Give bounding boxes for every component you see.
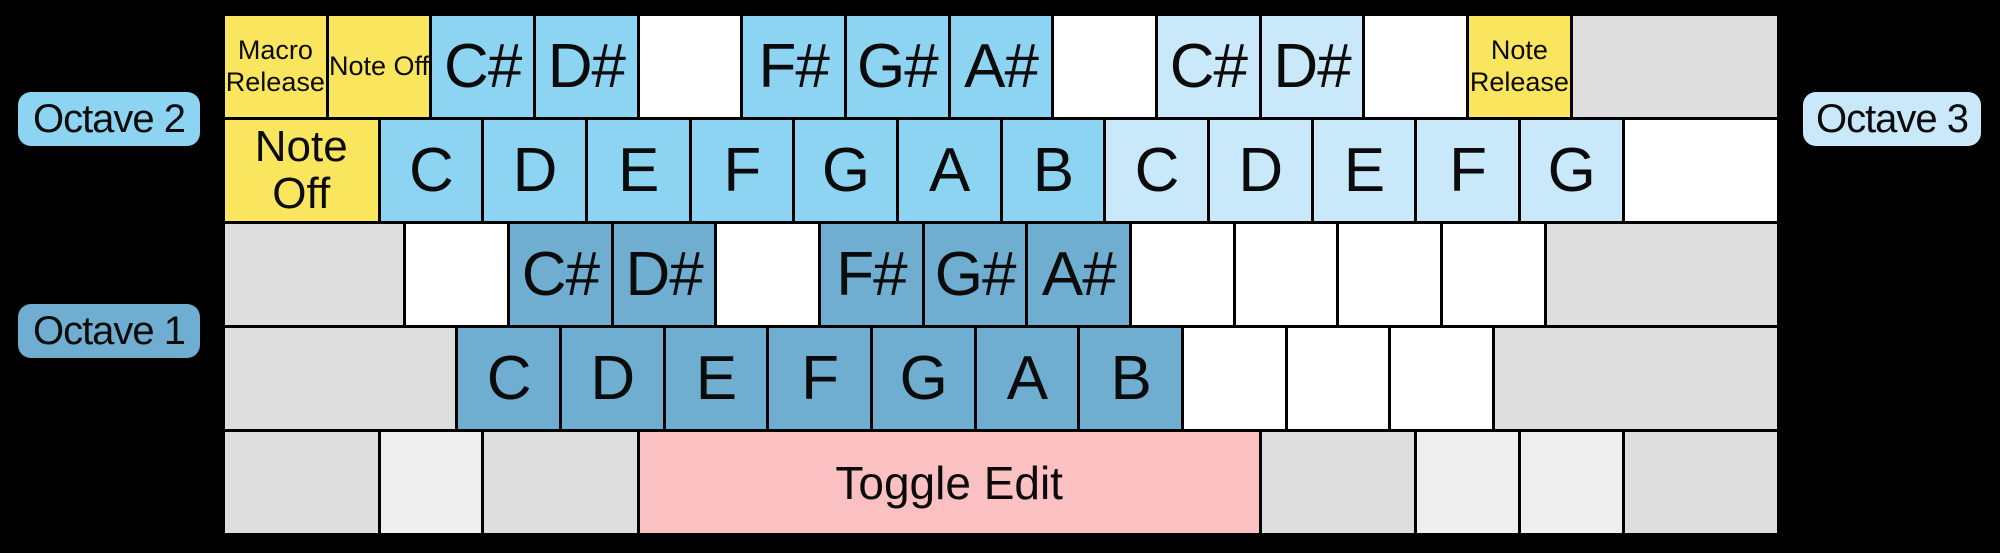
key-a-oct2: A [898,120,1000,221]
key-unmapped [639,16,741,117]
key-c-oct1: C [458,328,559,429]
key-f-sharp-oct1: F# [821,224,922,325]
key-c-sharp-oct3: C# [1158,16,1259,117]
key-inactive-rctrl [1624,432,1778,533]
key-g-sharp-oct1: G# [924,224,1026,325]
key-d-oct1: D [561,328,663,429]
key-inactive-rshift [1494,328,1778,429]
key-e-oct2: E [587,120,689,221]
key-unmapped [1054,16,1156,117]
key-unmapped [1183,328,1285,429]
key-f-oct3: F [1417,120,1518,221]
octave-3-label: Octave 3 [1803,92,1981,146]
key-inactive-menu [1520,432,1622,533]
key-unmapped [717,224,819,325]
key-f-sharp-oct2: F# [743,16,845,117]
key-macro-release: Macro Release [225,16,326,117]
key-inactive-lctrl [225,432,378,533]
key-toggle-edit: Toggle Edit [639,432,1259,533]
key-inactive-meta [1417,432,1518,533]
key-b-oct2: B [1002,120,1104,221]
key-note-off-top: Note Off [328,16,430,117]
key-inactive-meta [380,432,482,533]
key-c-oct2: C [380,120,482,221]
key-c-oct3: C [1106,120,1207,221]
key-unmapped [1132,224,1233,325]
key-d-oct2: D [484,120,585,221]
key-d-sharp-oct1: D# [613,224,715,325]
key-d-sharp-oct2: D# [536,16,637,117]
key-inactive-capslock [225,224,404,325]
keyboard-row-modifier-row: Toggle Edit [225,432,1778,533]
key-g-oct2: G [795,120,896,221]
key-g-sharp-oct2: G# [847,16,948,117]
key-note-off: Note Off [225,120,378,221]
key-unmapped [1365,16,1467,117]
octave-2-label: Octave 2 [18,92,200,146]
key-inactive-lshift [225,328,456,429]
key-d-sharp-oct3: D# [1261,16,1363,117]
key-inactive-lalt [484,432,637,533]
key-inactive-backspace [1572,16,1778,117]
key-note-release: Note Release [1469,16,1570,117]
keyboard-row-home-row: C#D# F#G#A# [225,224,1778,325]
key-g-oct1: G [872,328,974,429]
key-a-sharp-oct1: A# [1028,224,1130,325]
key-unmapped [1624,120,1778,221]
key-c-sharp-oct1: C# [510,224,611,325]
key-inactive-ralt [1261,432,1415,533]
key-c-sharp-oct2: C# [432,16,534,117]
key-unmapped [1391,328,1492,429]
key-unmapped [1287,328,1389,429]
key-b-oct1: B [1080,328,1181,429]
key-e-oct1: E [665,328,767,429]
octave-1-label: Octave 1 [18,304,200,358]
key-unmapped [406,224,508,325]
key-inactive-enter [1546,224,1778,325]
key-e-oct3: E [1313,120,1415,221]
key-f-oct2: F [691,120,793,221]
key-f-oct1: F [769,328,870,429]
key-a-oct1: A [976,328,1078,429]
key-g-oct3: G [1520,120,1622,221]
key-unmapped [1443,224,1544,325]
key-unmapped [1235,224,1337,325]
key-unmapped [1339,224,1441,325]
key-a-sharp-oct2: A# [950,16,1052,117]
key-d-oct3: D [1209,120,1311,221]
